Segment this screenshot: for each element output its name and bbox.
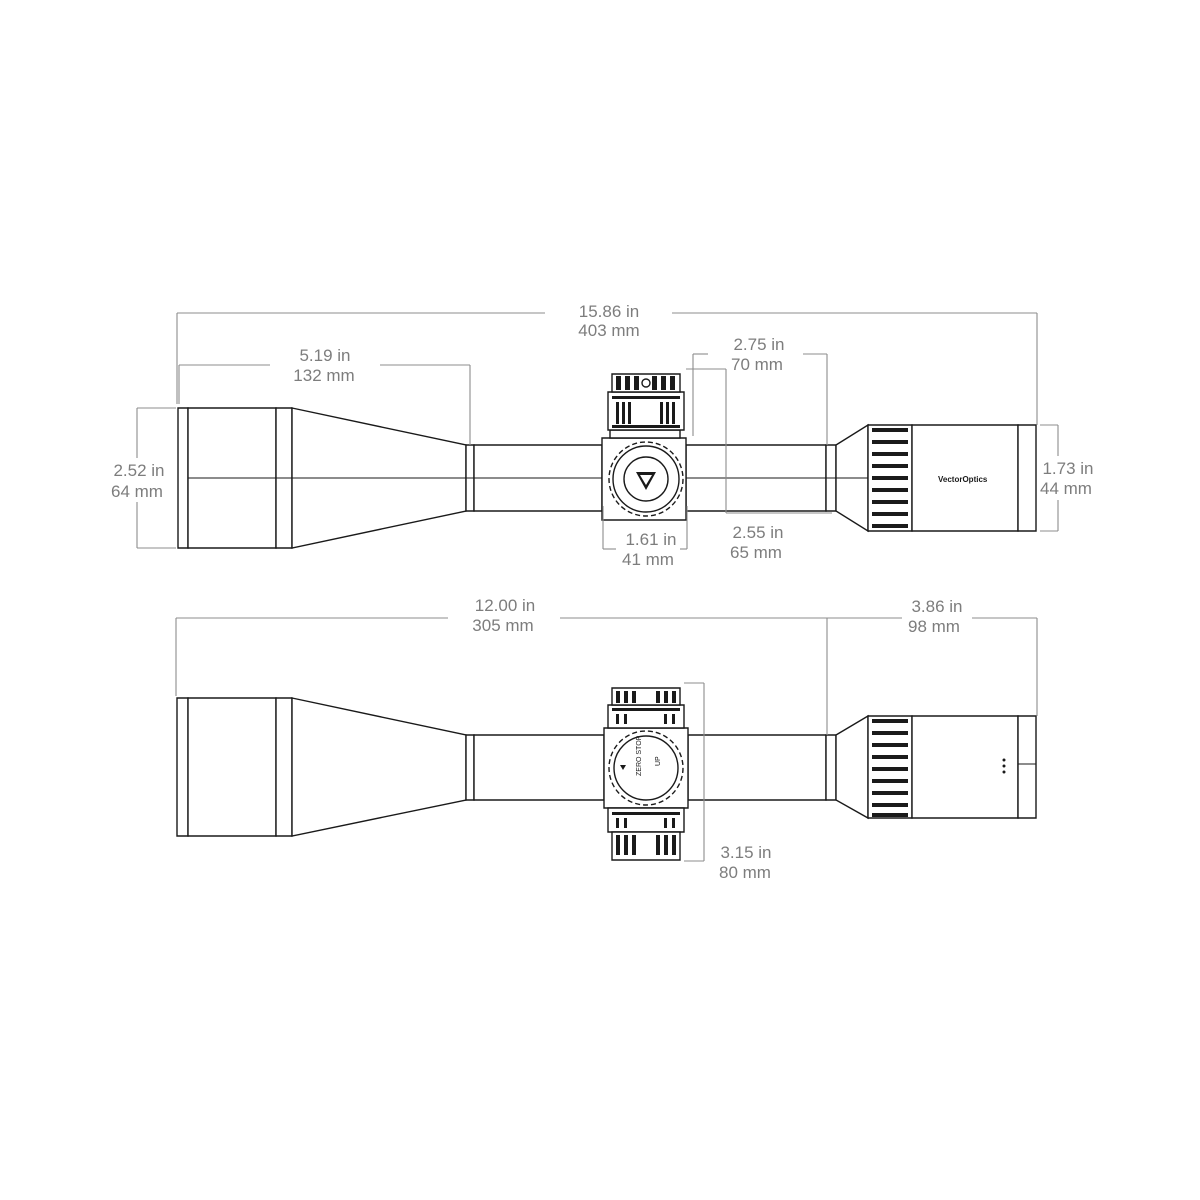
turret-width-mm: 41 mm (622, 550, 674, 569)
objective-diameter-in: 2.52 in (113, 461, 164, 480)
eyepiece-diameter-mm: 44 mm (1040, 479, 1092, 498)
scope-top-view: 4 6 8 10 VectorOptics (177, 373, 1037, 549)
objective-bell-length-in: 5.19 in (299, 346, 350, 365)
bottom-turret-knurling (612, 812, 680, 855)
objective-bell-length-mm: 132 mm (293, 366, 354, 385)
side-length-mm: 305 mm (472, 616, 533, 635)
dimension-lines-top (136, 312, 1059, 550)
eyepiece-length-mm: 98 mm (908, 617, 960, 636)
zero-stop-label: ZERO STOP (636, 735, 643, 776)
windage-turret-cap (608, 441, 684, 517)
eyepiece-diameter-in: 1.73 in (1042, 459, 1093, 478)
scope-side-view: ZERO STOP UP (176, 687, 1037, 861)
turret-width-in: 1.61 in (625, 530, 676, 549)
turret-height-in: 3.15 in (720, 843, 771, 862)
dimension-lines-side (175, 617, 1038, 862)
objective-diameter-mm: 64 mm (111, 482, 163, 501)
brand-logo-text: VectorOptics (938, 475, 988, 484)
side-length-in: 12.00 in (475, 596, 536, 615)
overall-length-mm: 403 mm (578, 321, 639, 340)
mount-length-in: 2.55 in (732, 523, 783, 542)
turret-knurling-top (612, 376, 680, 428)
turret-height-mm: 80 mm (719, 863, 771, 882)
elevation-turret-knurling (612, 691, 680, 724)
mount-length-mm: 65 mm (730, 543, 782, 562)
turret-up-label: UP (655, 756, 662, 766)
turret-to-eyepiece-in: 2.75 in (733, 335, 784, 354)
dimension-labels-top: 15.86 in 403 mm 5.19 in 132 mm 2.75 in 7… (111, 302, 1094, 569)
turret-to-eyepiece-mm: 70 mm (731, 355, 783, 374)
overall-length-in: 15.86 in (579, 302, 640, 321)
eyepiece-length-in: 3.86 in (911, 597, 962, 616)
dimension-labels-side: 12.00 in 305 mm 3.86 in 98 mm 3.15 in 80… (472, 596, 962, 882)
windage-dial-face: ZERO STOP UP (608, 730, 684, 806)
